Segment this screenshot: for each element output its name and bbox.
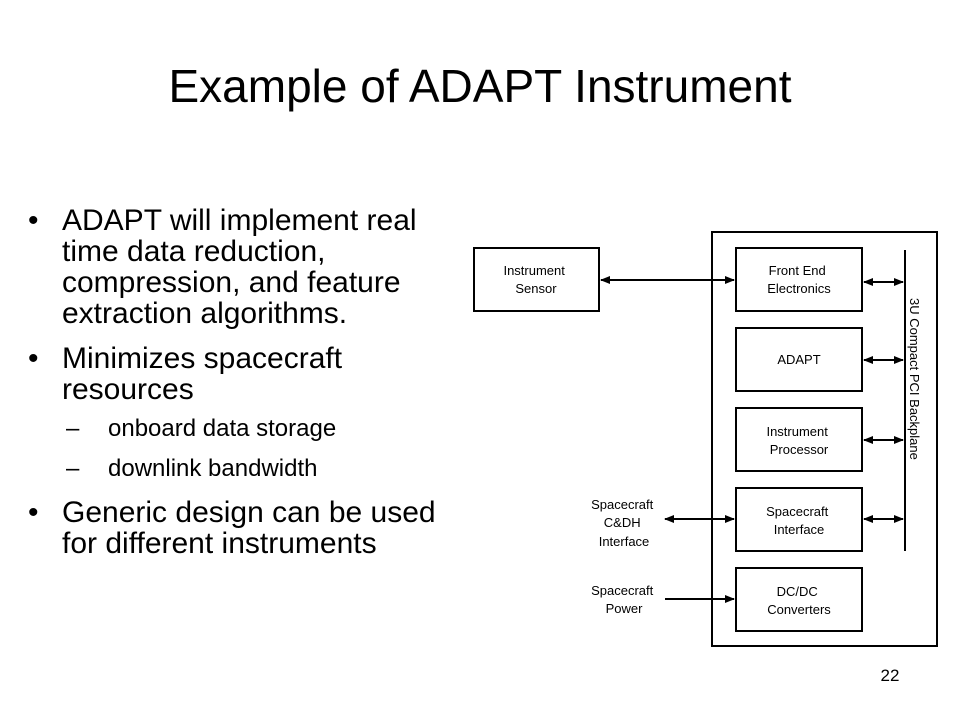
dcdc-converters-box: [735, 567, 863, 632]
bullet-text: ADAPT will implement real time data redu…: [62, 204, 417, 330]
instrument-sensor-box: [473, 247, 600, 312]
adapt-box: [735, 327, 863, 392]
instrument-enclosure: [711, 231, 938, 647]
bullet-list: • ADAPT will implement real time data re…: [28, 205, 468, 573]
sub-bullet-list: – onboard data storage – downlink bandwi…: [62, 415, 468, 483]
dash-icon: –: [66, 455, 80, 482]
spacecraft-power-label: Spacecraft Power: [591, 583, 657, 616]
sub-bullet-item: – downlink bandwidth: [62, 455, 468, 483]
cdh-interface-label: Spacecraft C&DH Interface: [591, 497, 657, 549]
spacecraft-interface-label: Spacecraft Interface: [766, 504, 832, 537]
bullet-text: Minimizes spacecraft resources: [62, 342, 343, 406]
backplane-label: 3U Compact PCI Backplane: [907, 298, 922, 460]
dash-icon: –: [66, 415, 80, 442]
bullet-icon: •: [28, 342, 39, 375]
instrument-processor-box: [735, 407, 863, 472]
front-end-electronics-box: [735, 247, 863, 312]
sub-bullet-item: – onboard data storage: [62, 415, 468, 443]
instrument-processor-label: Instrument Processor: [766, 424, 831, 457]
spacecraft-interface-box: [735, 487, 863, 552]
sub-bullet-text: downlink bandwidth: [108, 455, 318, 482]
page-number: 22: [880, 666, 900, 685]
front-end-electronics-label: Front End Electronics: [767, 263, 831, 296]
instrument-sensor-label: Instrument Sensor: [503, 263, 568, 296]
bullet-icon: •: [28, 204, 39, 237]
bullet-item: • Generic design can be used for differe…: [28, 497, 468, 559]
bullet-item: • ADAPT will implement real time data re…: [28, 205, 468, 329]
bullet-item: • Minimizes spacecraft resources – onboa…: [28, 343, 468, 483]
sub-bullet-text: onboard data storage: [108, 415, 337, 442]
adapt-label: ADAPT: [777, 352, 820, 367]
bullet-text: Generic design can be used for different…: [62, 496, 436, 560]
bullet-icon: •: [28, 496, 39, 529]
dcdc-converters-label: DC/DC Converters: [767, 584, 831, 617]
slide-title: Example of ADAPT Instrument: [168, 60, 792, 112]
